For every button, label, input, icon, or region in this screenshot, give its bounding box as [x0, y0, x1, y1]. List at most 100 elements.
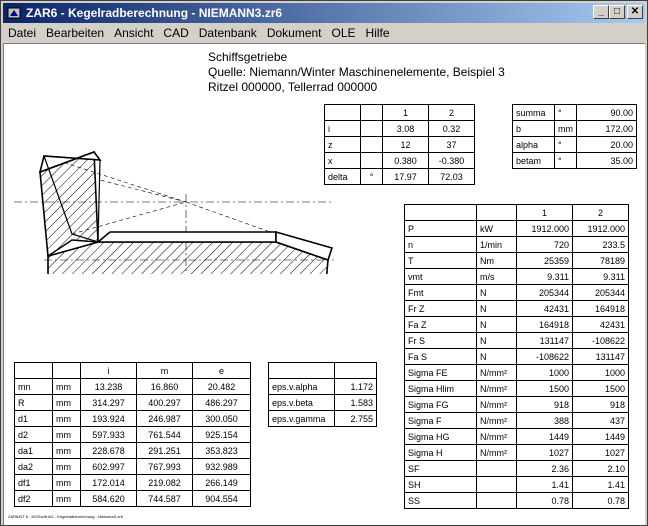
table-cell: mm: [52, 474, 81, 491]
table-cell: °: [554, 104, 577, 121]
table-cell: [360, 120, 383, 137]
menu-cad[interactable]: CAD: [163, 26, 189, 40]
table-cell: 1912.000: [572, 220, 629, 237]
table-cell: 761.544: [136, 426, 193, 443]
title-bar[interactable]: ZAR6 - Kegelradberechnung - NIEMANN3.zr6…: [3, 3, 645, 23]
table-header-cell: [324, 104, 361, 121]
menu-bearbeiten[interactable]: Bearbeiten: [46, 26, 105, 40]
table-cell: 1500: [516, 380, 573, 397]
table-header-cell: [360, 104, 383, 121]
minimize-button[interactable]: _: [593, 5, 609, 19]
menu-datenbank[interactable]: Datenbank: [198, 26, 257, 40]
table-cell: °: [554, 136, 577, 153]
table-cell: Sigma F: [404, 412, 477, 429]
table-header-cell: e: [192, 362, 251, 379]
table-cell: da1: [14, 442, 53, 459]
table-cell: 1/min: [476, 236, 517, 253]
table-cell: b: [512, 120, 555, 137]
table-cell: 918: [516, 396, 573, 413]
table-cell: 437: [572, 412, 629, 429]
table-cell: d2: [14, 426, 53, 443]
table-cell: d1: [14, 410, 53, 427]
table-cell: mn: [14, 378, 53, 395]
part-numbers: Ritzel 000000, Tellerrad 000000: [208, 80, 378, 94]
table-cell: mm: [52, 378, 81, 395]
table-header-cell: 2: [572, 204, 629, 221]
table-cell: mm: [52, 490, 81, 507]
table-cell: 9.311: [572, 268, 629, 285]
table-cell: -108622: [572, 332, 629, 349]
table-cell: 300.050: [192, 410, 251, 427]
table-cell: 172.00: [576, 120, 637, 137]
table-row: summa°90.00: [512, 104, 637, 121]
table-cell: [360, 152, 383, 169]
table-cell: mm: [52, 442, 81, 459]
table-cell: 233.5: [572, 236, 629, 253]
table-cell: 2.10: [572, 460, 629, 477]
table-cell: -0.380: [428, 152, 475, 169]
table-cell: N: [476, 300, 517, 317]
table-cell: 0.78: [516, 492, 573, 509]
window-controls: _ □ ✕: [593, 5, 643, 19]
bevel-gear-drawing: [14, 150, 334, 274]
table-cell: 205344: [516, 284, 573, 301]
table-header-cell: m: [136, 362, 193, 379]
table-cell: 17.97: [382, 168, 429, 185]
table-cell: SS: [404, 492, 477, 509]
table-cell: 486.297: [192, 394, 251, 411]
menu-bar: Datei Bearbeiten Ansicht CAD Datenbank D…: [3, 24, 645, 42]
close-button[interactable]: ✕: [627, 5, 643, 19]
table-cell: 16.860: [136, 378, 193, 395]
table-cell: N: [476, 284, 517, 301]
table-cell: 72.03: [428, 168, 475, 185]
table-cell: Fa S: [404, 348, 477, 365]
table-cell: 1500: [572, 380, 629, 397]
table-cell: Sigma Hlim: [404, 380, 477, 397]
table-header-cell: 1: [382, 104, 429, 121]
source-reference: Quelle: Niemann/Winter Maschinenelemente…: [208, 65, 505, 79]
table-cell: -108622: [516, 348, 573, 365]
menu-ole[interactable]: OLE: [331, 26, 356, 40]
table-cell: N: [476, 316, 517, 333]
table-cell: alpha: [512, 136, 555, 153]
table-cell: N/mm²: [476, 364, 517, 381]
table-cell: Nm: [476, 252, 517, 269]
footer-note: ZAR6/NT 6 - KISSsoft AG - Kegelradberech…: [8, 514, 123, 519]
table-cell: da2: [14, 458, 53, 475]
menu-ansicht[interactable]: Ansicht: [114, 26, 154, 40]
menu-datei[interactable]: Datei: [8, 26, 37, 40]
table-cell: 1449: [572, 428, 629, 445]
maximize-button[interactable]: □: [609, 5, 625, 19]
table-cell: Sigma HG: [404, 428, 477, 445]
table-cell: mm: [52, 458, 81, 475]
table-cell: i: [324, 120, 361, 137]
table-cell: P: [404, 220, 477, 237]
menu-hilfe[interactable]: Hilfe: [365, 26, 390, 40]
table-cell: N/mm²: [476, 444, 517, 461]
table-cell: 193.924: [80, 410, 137, 427]
table-cell: [476, 460, 517, 477]
table-cell: 131147: [516, 332, 573, 349]
table-cell: 400.297: [136, 394, 193, 411]
table-cell: 20.482: [192, 378, 251, 395]
table-header-cell: 1: [516, 204, 573, 221]
table-cell: [334, 362, 377, 379]
table-row: alpha°20.00: [512, 136, 637, 153]
table-cell: 1000: [572, 364, 629, 381]
menu-dokument[interactable]: Dokument: [266, 26, 322, 40]
